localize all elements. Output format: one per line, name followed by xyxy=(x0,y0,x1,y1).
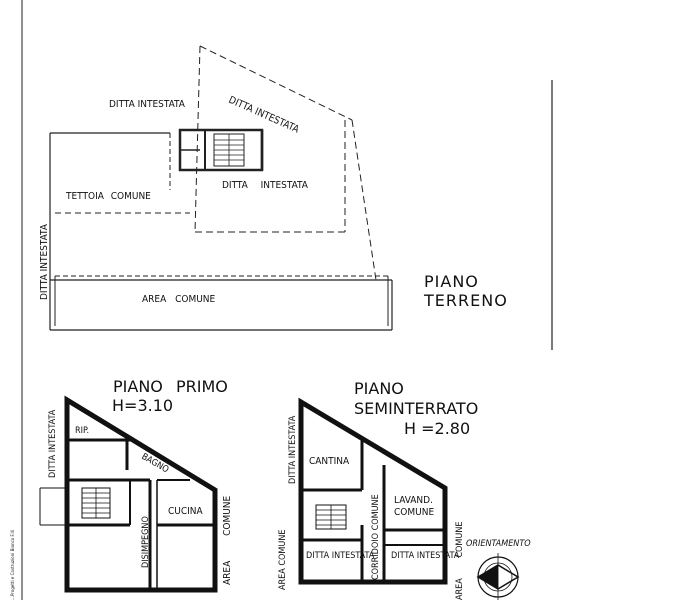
margin-note: ...Progetti e Costruzioni Bianco F.lli xyxy=(10,530,16,600)
ground-label-tettoia-comune: TETTOIA COMUNE xyxy=(65,191,151,202)
basement-height: H =2.80 xyxy=(404,419,470,438)
first-floor-height: H=3.10 xyxy=(112,396,173,415)
ground-floor-title: PIANO xyxy=(424,272,479,291)
ground-label-ditta-intestata-left: DITTA INTESTATA xyxy=(39,223,50,300)
basement-title: PIANO xyxy=(354,379,404,398)
first-floor-title: PIANO PRIMO xyxy=(113,377,228,396)
first-floor-label-disimpegno: DISIMPEGNO xyxy=(141,516,151,568)
ground-label-ditta-intestata-top: DITTA INTESTATA xyxy=(109,99,186,110)
ground-floor-subtitle: TERRENO xyxy=(423,291,508,310)
basement-label-cantina: CANTINA xyxy=(309,456,350,467)
first-floor-label-area-comune: AREA COMUNE xyxy=(222,495,233,585)
ground-label-area-comune: AREA COMUNE xyxy=(142,294,216,305)
basement-label-area-comune-left: AREA COMUNE xyxy=(278,530,288,591)
first-floor-label-ditta-intestata: DITTA INTESTATA xyxy=(48,409,58,478)
first-floor-label-rip: RIP. xyxy=(75,426,89,436)
ground-floor-plan xyxy=(49,45,393,331)
basement-subtitle: SEMINTERRATO xyxy=(354,399,478,418)
basement-label-corridoio: CORRIDOIO COMUNE xyxy=(371,494,381,580)
basement-label-lavand-comune: COMUNE xyxy=(394,507,434,518)
basement-label-ditta-intestata-b: DITTA INTESTATA xyxy=(391,551,460,561)
basement-label-lavand: LAVAND. xyxy=(394,495,433,506)
basement-label-ditta-intestata-a: DITTA INTESTATA xyxy=(306,551,375,561)
basement-label-ditta-intestata-left: DITTA INTESTATA xyxy=(288,415,298,484)
compass-rose-icon xyxy=(476,553,520,600)
first-floor-label-cucina: CUCINA xyxy=(168,506,204,517)
compass-label: ORIENTAMENTO xyxy=(466,539,531,549)
basement-plan xyxy=(298,397,448,585)
page-border xyxy=(21,0,553,600)
first-floor-plan xyxy=(39,395,218,593)
basement-label-area-comune-right: AREA COMUNE xyxy=(455,522,465,600)
ground-label-ditta-intestata-center: DITTA INTESTATA xyxy=(222,180,309,191)
